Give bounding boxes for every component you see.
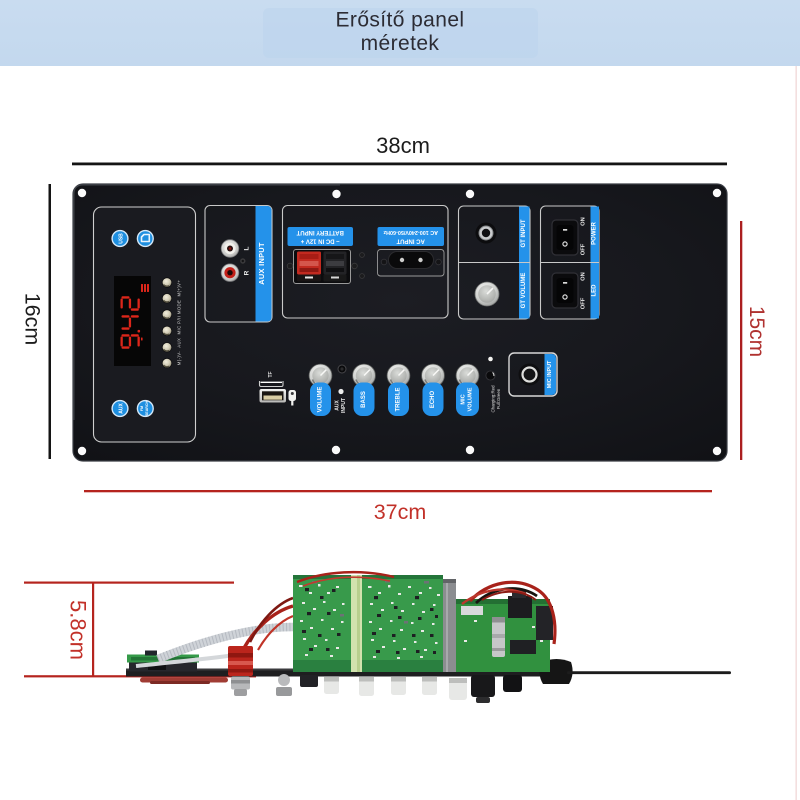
svg-text:VOLUME: VOLUME: [318, 387, 324, 413]
svg-text:ON: ON: [581, 217, 587, 226]
svg-text:16cm: 16cm: [21, 293, 45, 346]
svg-text:méretek: méretek: [361, 32, 440, 55]
svg-text:BATTERY INPUT: BATTERY INPUT: [296, 229, 344, 235]
svg-text:AUX INPUT: AUX INPUT: [257, 242, 266, 285]
svg-text:VOLUME: VOLUME: [468, 387, 474, 411]
svg-text:ON: ON: [581, 272, 587, 281]
svg-text:FM: FM: [140, 406, 144, 411]
svg-text:38cm: 38cm: [376, 133, 430, 158]
svg-text:LED: LED: [591, 284, 597, 297]
svg-text:TF: TF: [268, 371, 274, 377]
svg-text:ECHO: ECHO: [430, 391, 436, 409]
svg-text:TREBLE: TREBLE: [396, 388, 402, 412]
svg-text:MIC INPUT: MIC INPUT: [547, 360, 553, 388]
svg-text:− DC IN 12V +: − DC IN 12V +: [300, 237, 340, 243]
svg-text:GT VOLUME: GT VOLUME: [521, 273, 527, 309]
svg-text:Erősítő panel: Erősítő panel: [336, 9, 465, 32]
svg-text:37cm: 37cm: [374, 500, 427, 524]
svg-text:Full:Green: Full:Green: [496, 388, 501, 409]
svg-text:MIC: MIC: [461, 394, 467, 404]
svg-text:INPUT: INPUT: [341, 398, 347, 413]
svg-text:GT INPUT: GT INPUT: [521, 219, 527, 247]
svg-text:AC 100-240V/50-60Hz: AC 100-240V/50-60Hz: [383, 229, 438, 235]
svg-text:AC INPUT: AC INPUT: [396, 237, 425, 243]
svg-text:5.8cm: 5.8cm: [66, 600, 91, 660]
svg-text:BASS: BASS: [361, 391, 367, 408]
svg-text:AUX: AUX: [335, 400, 341, 411]
svg-text:OFF: OFF: [581, 297, 587, 309]
svg-text:OFF: OFF: [581, 243, 587, 255]
svg-text:L: L: [244, 246, 251, 250]
svg-text:15cm: 15cm: [745, 306, 768, 357]
svg-text:AUX: AUX: [119, 403, 125, 414]
svg-text:USB: USB: [119, 233, 125, 244]
svg-text:Charging:Red: Charging:Red: [491, 385, 496, 413]
svg-text:R: R: [244, 270, 251, 275]
svg-text:M(-)V- AUX MIC P/II MODE M(: M(-)V- AUX MIC P/II MODE M(+)V+: [177, 280, 182, 366]
svg-text:SEARCH: SEARCH: [145, 401, 149, 417]
svg-text:POWER: POWER: [591, 222, 597, 245]
